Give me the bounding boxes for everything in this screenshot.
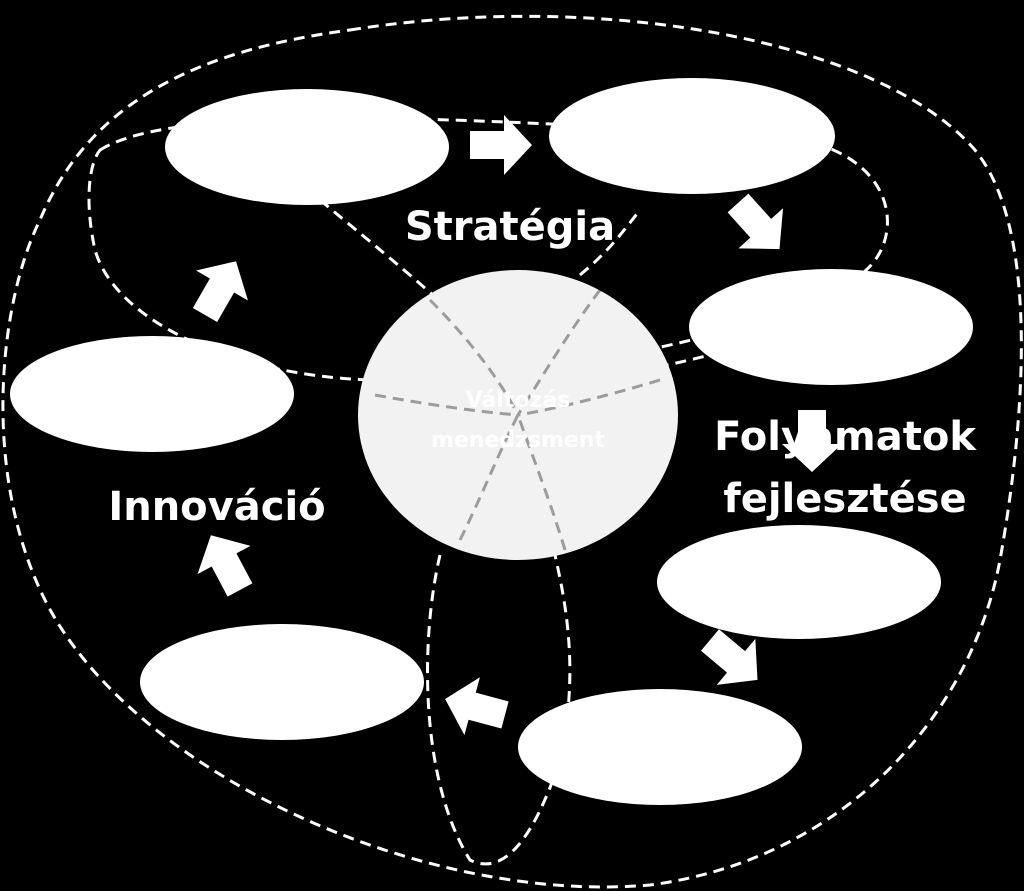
center-circle-dividers xyxy=(374,289,661,551)
divider-upper-left xyxy=(319,198,472,332)
center-label-line2: menedzsment xyxy=(431,428,606,453)
strategy-label: Stratégia xyxy=(405,204,615,250)
innovation-label: Innováció xyxy=(108,484,325,530)
step-ellipse-5 xyxy=(518,689,802,805)
step-ellipse-2 xyxy=(549,78,835,194)
process-label-line1: Folyamatok xyxy=(714,414,977,460)
process-label-line2: fejlesztése xyxy=(723,476,966,522)
arrow-1-2 xyxy=(470,115,532,175)
arrow-6-7 xyxy=(197,535,253,597)
divider-upper-right xyxy=(579,209,642,277)
center-circle xyxy=(358,270,678,560)
outer-boundary xyxy=(1,14,1023,889)
flow-arrows xyxy=(192,115,842,736)
arrow-7-1 xyxy=(192,261,248,322)
arrow-4-5 xyxy=(701,629,758,685)
arrow-2-3 xyxy=(727,193,784,250)
lower-boundary xyxy=(426,554,572,866)
step-ellipse-3 xyxy=(689,269,973,385)
step-ellipse-6 xyxy=(140,624,424,740)
step-ellipse-7 xyxy=(10,336,294,452)
step-ellipse-4 xyxy=(657,525,941,639)
arrow-3-4 xyxy=(782,410,842,472)
center-label-line1: Változás xyxy=(466,388,571,413)
arrow-5-6 xyxy=(445,677,509,736)
step-ellipse-1 xyxy=(165,89,449,205)
